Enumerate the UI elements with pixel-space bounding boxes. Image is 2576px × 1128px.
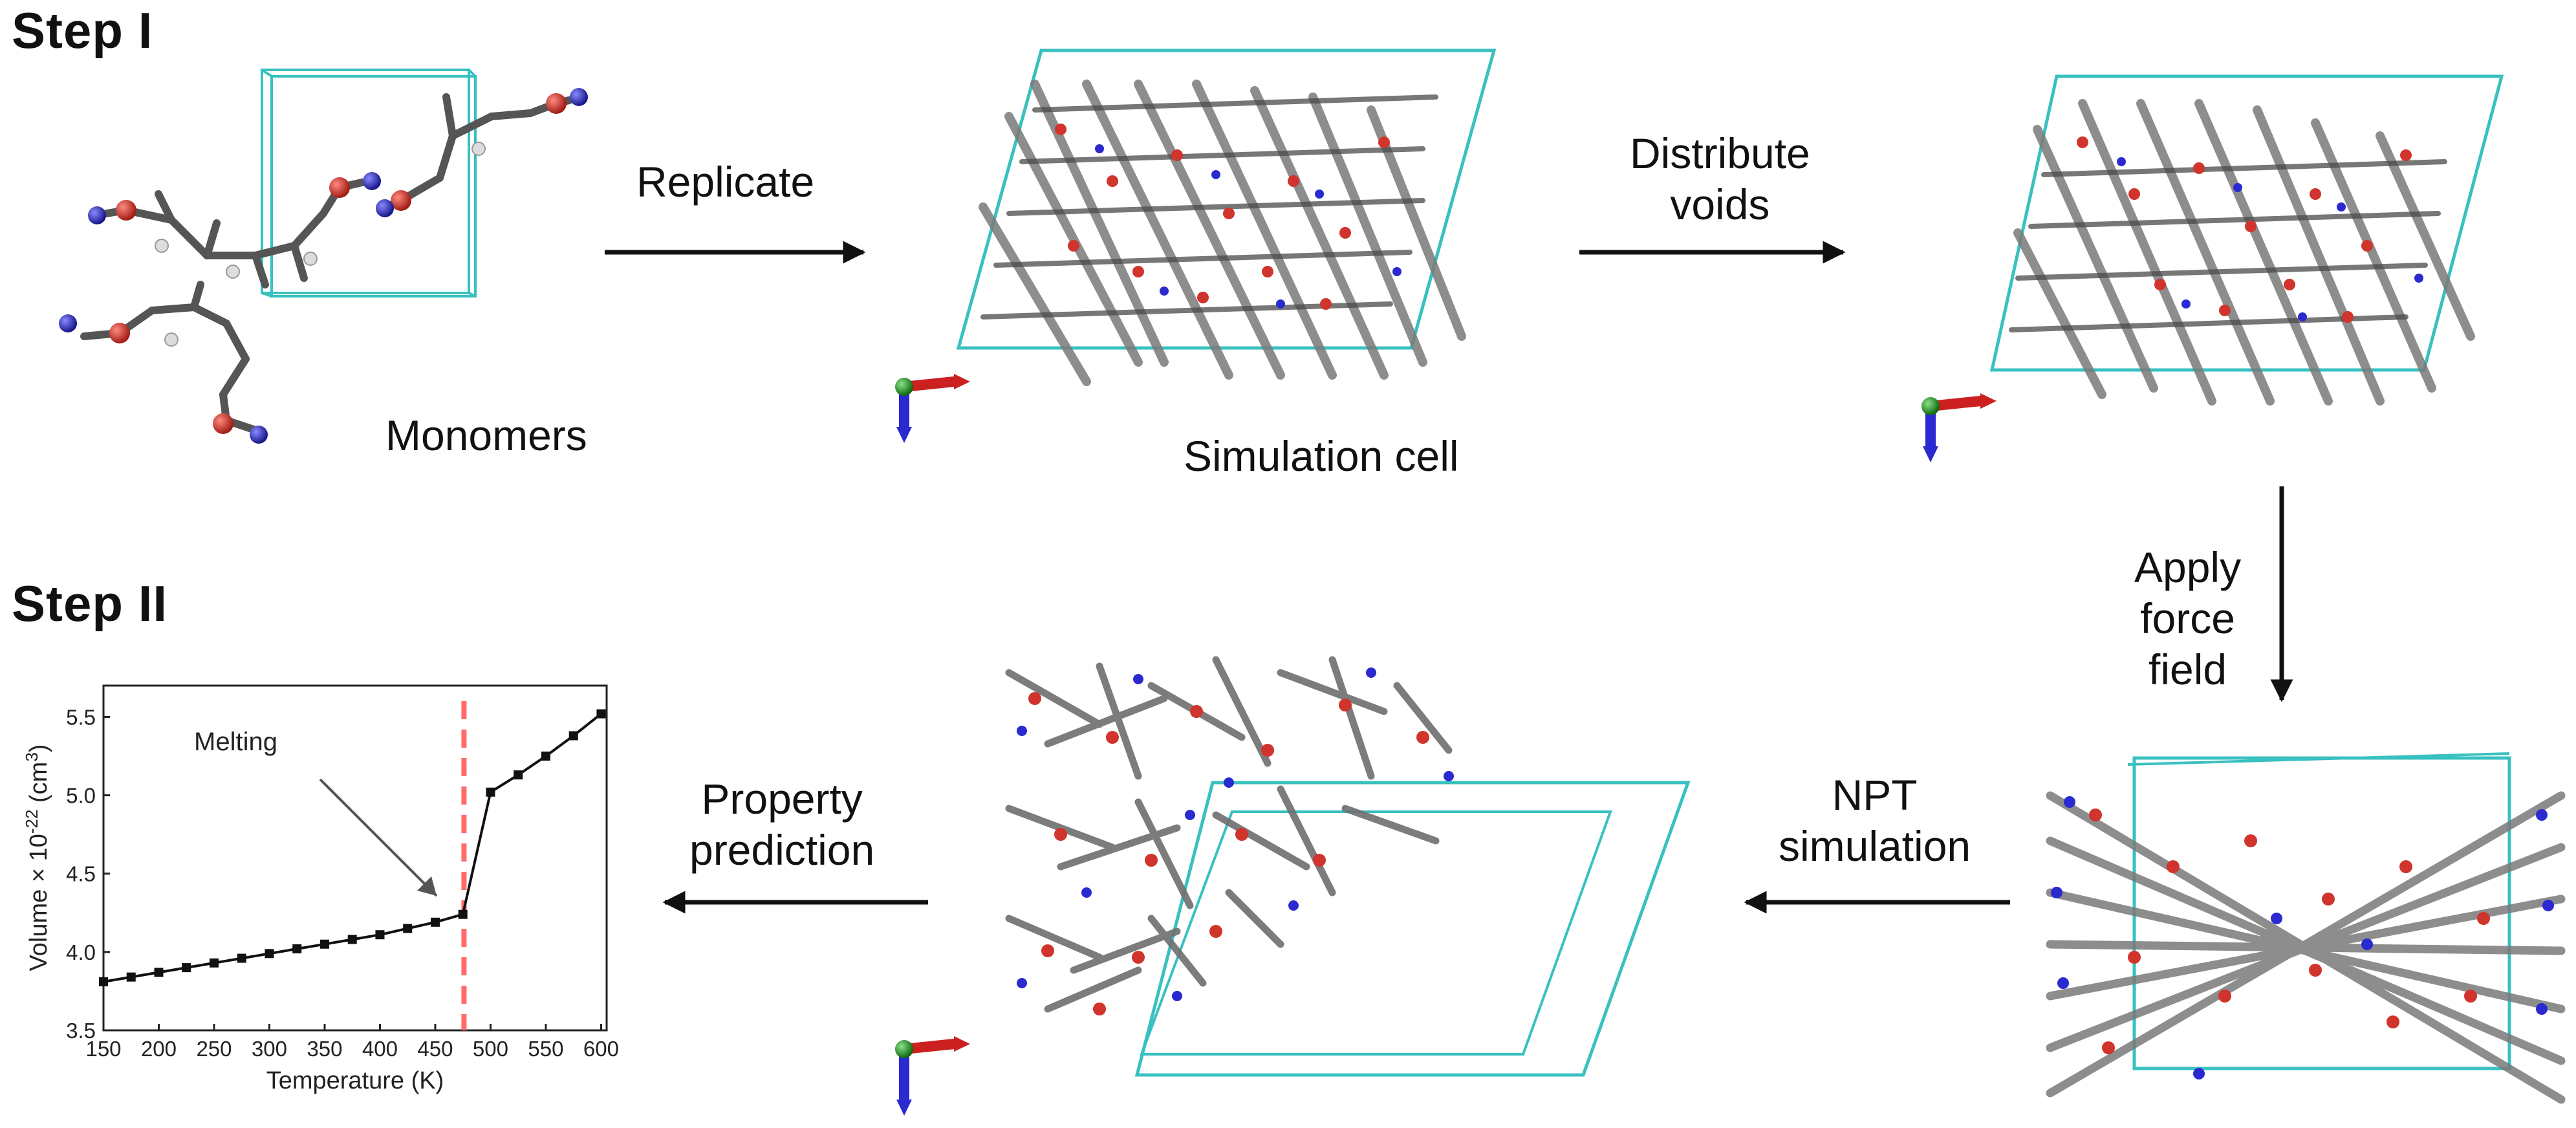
y-tick-label: 4.5: [66, 862, 96, 886]
data-point: [347, 935, 357, 944]
x-tick-label: 350: [307, 1037, 342, 1061]
monomer-cell-box: [261, 69, 477, 298]
x-tick-label: 200: [141, 1037, 177, 1061]
step-1-heading: Step I: [12, 2, 153, 59]
data-point: [182, 963, 191, 973]
data-point: [154, 968, 164, 977]
label-apply-force-field-line3: field: [2148, 645, 2227, 694]
series-points: [99, 709, 606, 986]
label-property-prediction: Property prediction: [689, 774, 874, 876]
label-monomers: Monomers: [385, 411, 587, 459]
y-tick-label: 4.0: [66, 940, 96, 964]
melting-annotation-arrowhead: [417, 876, 437, 896]
x-axis-ticks: 150 200 250 300 350 400 450 500 550 600: [85, 1024, 619, 1061]
label-npt-simulation-line1: NPT: [1832, 771, 1918, 819]
label-replicate: Replicate: [636, 158, 815, 206]
label-property-prediction-line2: prediction: [689, 826, 875, 874]
y-tick-label: 3.5: [66, 1019, 96, 1043]
x-tick-label: 550: [528, 1037, 563, 1061]
melting-annotation: Melting: [194, 728, 277, 756]
x-tick-label: 400: [362, 1037, 398, 1061]
data-point: [319, 939, 329, 949]
y-axis-label-main: Volume × 10: [25, 834, 52, 971]
orientation-axes-1: [895, 374, 970, 443]
y-axis-ticks: 3.5 4.0 4.5 5.0 5.5: [66, 705, 110, 1043]
y-axis-label-unit: (cm: [25, 762, 52, 810]
y-tick-label: 5.5: [66, 705, 96, 729]
label-distribute-voids-line1: Distribute: [1630, 129, 1810, 177]
label-simulation-cell: Simulation cell: [1184, 432, 1459, 480]
data-point: [292, 944, 302, 954]
x-axis-label: Temperature (K): [266, 1067, 444, 1094]
label-apply-force-field: Apply force field: [2134, 542, 2241, 696]
data-point: [430, 917, 440, 927]
force-field-cell: [2046, 752, 2566, 1104]
orientation-axes-3: [895, 1036, 970, 1116]
data-point: [514, 770, 523, 780]
data-point: [237, 953, 246, 963]
label-distribute-voids-line2: voids: [1670, 180, 1770, 229]
x-tick-label: 150: [85, 1037, 121, 1061]
data-point: [126, 972, 136, 982]
y-axis-label-close: ): [25, 744, 52, 753]
x-tick-label: 600: [583, 1037, 619, 1061]
label-distribute-voids: Distribute voids: [1630, 128, 1810, 230]
y-axis-label-exp: -22: [22, 810, 41, 834]
data-point: [596, 709, 606, 719]
data-point: [265, 949, 274, 959]
melting-annotation-arrow: [319, 778, 438, 897]
y-tick-label: 5.0: [66, 784, 96, 808]
y-axis-label-unit-exp: 3: [22, 752, 41, 761]
label-apply-force-field-line2: force: [2140, 594, 2235, 643]
x-tick-label: 450: [417, 1037, 453, 1061]
data-point: [403, 924, 413, 933]
simulation-cell-1: [956, 49, 1497, 386]
data-point: [541, 752, 550, 761]
label-npt-simulation-line2: simulation: [1779, 822, 1971, 871]
orientation-axes-2: [1921, 393, 1997, 462]
monomer-molecules: [59, 88, 588, 444]
data-point: [209, 958, 219, 968]
data-point: [99, 977, 108, 986]
step-2-heading: Step II: [12, 575, 168, 632]
y-axis-label: Volume × 10-22 (cm3): [22, 744, 52, 971]
data-point: [486, 787, 495, 797]
label-npt-simulation: NPT simulation: [1779, 770, 1971, 872]
plot-frame: [102, 684, 608, 1032]
x-tick-label: 300: [252, 1037, 287, 1061]
simulation-cell-2: [1989, 74, 2504, 406]
label-apply-force-field-line1: Apply: [2134, 543, 2242, 591]
data-point: [568, 731, 578, 741]
data-point: [458, 909, 468, 919]
x-tick-label: 250: [196, 1037, 232, 1061]
label-property-prediction-line1: Property: [701, 775, 863, 823]
x-tick-label: 500: [473, 1037, 508, 1061]
npt-amorphous-cell: [1005, 656, 1691, 1077]
data-point: [375, 930, 385, 940]
